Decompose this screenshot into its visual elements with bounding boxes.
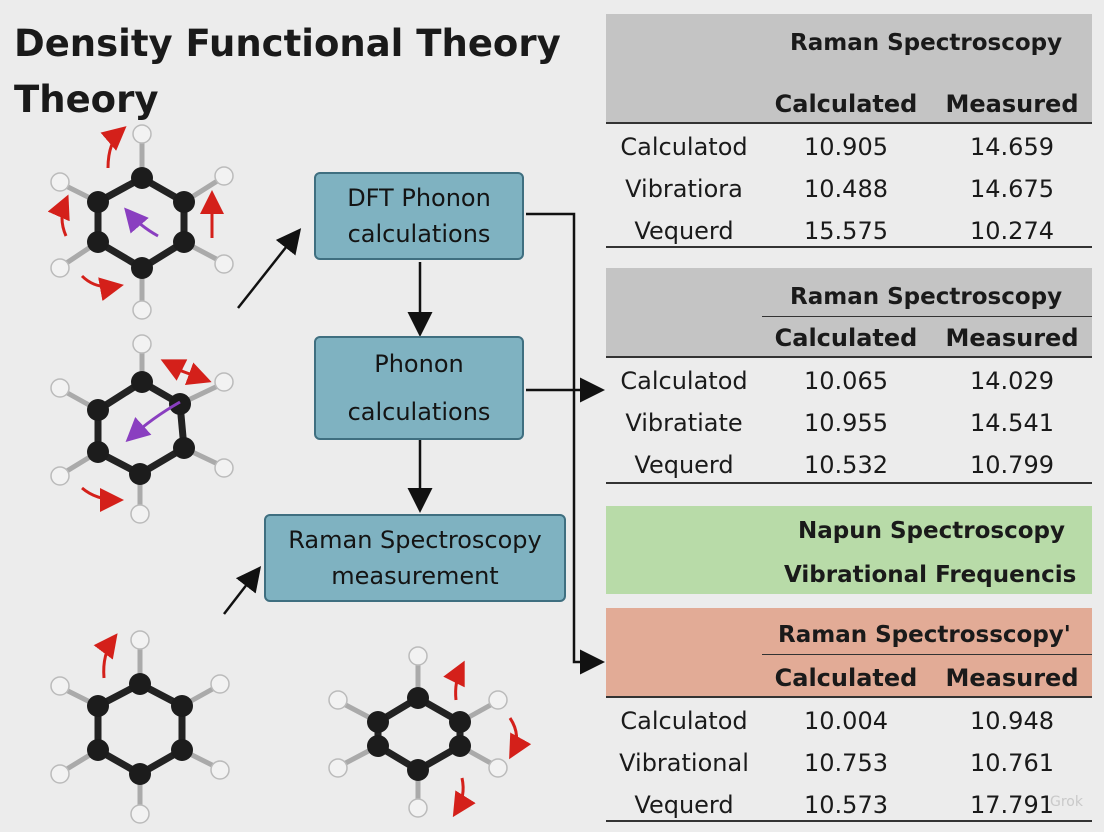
table-row: Vequerd 10.532 10.799 [606, 444, 1092, 486]
raman-measurement-line-2: measurement [331, 562, 499, 590]
measured-value: 10.799 [970, 451, 1054, 479]
table-3-header-rule [606, 696, 1092, 698]
measured-value: 10.274 [970, 217, 1054, 245]
table-1-header [606, 14, 1092, 124]
row-label: Calculatod [620, 133, 748, 161]
table-3-bottom-rule [606, 820, 1092, 822]
table-1-header-rule [606, 122, 1092, 124]
measured-value: 10.761 [970, 749, 1054, 777]
green-panel-line-2: Vibrational Frequencis [784, 562, 1077, 588]
benzene-molecule-2 [50, 334, 234, 524]
raman-measurement-box: Raman Spectroscopy measurement [264, 514, 566, 602]
raman-table-1: Raman Spectroscopy Calculated Measured C… [606, 14, 1092, 250]
calculated-value: 15.575 [804, 217, 888, 245]
raman-measurement-line-1: Raman Spectroscopy [288, 526, 542, 554]
dft-phonon-line-2: calculations [347, 220, 491, 248]
raman-table-2: Raman Spectroscopy Calculated Measured C… [606, 268, 1092, 486]
table-row: Calculatod 10.004 10.948 [606, 700, 1092, 742]
flow-connectors [223, 212, 605, 675]
table-2-header-rule [606, 356, 1092, 358]
table-3-col-calculated: Calculated [774, 664, 918, 692]
measured-value: 14.659 [970, 133, 1054, 161]
measured-value: 17.791 [970, 791, 1054, 819]
table-1-col-measured: Measured [945, 90, 1079, 118]
table-row: Calculatod 10.065 14.029 [606, 360, 1092, 402]
title-line-2: Theory [14, 78, 159, 121]
calculated-value: 10.905 [804, 133, 888, 161]
measured-value: 14.029 [970, 367, 1054, 395]
title-line-1: Density Functional Theory [14, 22, 561, 65]
table-row: Vequerd 15.575 10.274 [606, 210, 1092, 252]
table-row: Vibratiate 10.955 14.541 [606, 402, 1092, 444]
row-label: Vibratiate [625, 409, 743, 437]
dft-phonon-line-1: DFT Phonon [347, 184, 491, 212]
table-1-bottom-rule [606, 246, 1092, 248]
vibrational-frequencies-panel: Napun Spectroscopy Vibrational Frequenci… [606, 506, 1092, 594]
table-2-title: Raman Spectroscopy [790, 284, 1063, 310]
table-row: Vibratiora 10.488 14.675 [606, 168, 1092, 210]
calculated-value: 10.004 [804, 707, 888, 735]
table-3-header [606, 608, 1092, 696]
calculated-value: 10.065 [804, 367, 888, 395]
benzene-molecule-3 [50, 630, 230, 824]
phonon-line-1: Phonon [374, 350, 464, 378]
dft-phonon-box: DFT Phonon calculations [314, 172, 524, 260]
row-label: Vibratiora [625, 175, 743, 203]
watermark: Grok [1050, 794, 1083, 810]
table-row: Calculatod 10.905 14.659 [606, 126, 1092, 168]
phonon-calculations-box: Phonon calculations [314, 336, 524, 440]
calculated-value: 10.532 [804, 451, 888, 479]
row-label: Calculatod [620, 707, 748, 735]
table-2-bottom-rule [606, 482, 1092, 484]
row-label: Vequerd [634, 451, 734, 479]
table-3-title-rule [762, 654, 1092, 655]
table-2-title-rule [762, 316, 1092, 317]
calculated-value: 10.488 [804, 175, 888, 203]
raman-table-3: Raman Spectrosscopy' Calculated Measured… [606, 608, 1092, 822]
table-3-title: Raman Spectrosscopy' [778, 622, 1071, 648]
table-2-header [606, 268, 1092, 356]
table-row: Vibrational 10.753 10.761 [606, 742, 1092, 784]
table-3-col-measured: Measured [945, 664, 1079, 692]
calculated-value: 10.573 [804, 791, 888, 819]
row-label: Vibrational [619, 749, 749, 777]
benzene-molecule-1 [47, 124, 234, 320]
row-label: Vequerd [634, 791, 734, 819]
measured-value: 10.948 [970, 707, 1054, 735]
table-row: Vequerd 10.573 17.791 [606, 784, 1092, 826]
table-1-title: Raman Spectroscopy [790, 30, 1063, 56]
green-panel-line-1: Napun Spectroscopy [798, 518, 1065, 544]
phonon-line-2: calculations [347, 398, 491, 426]
table-1-col-calculated: Calculated [774, 90, 918, 118]
benzene-molecule-4 [328, 646, 532, 818]
row-label: Calculatod [620, 367, 748, 395]
table-2-col-calculated: Calculated [774, 324, 918, 352]
diagram-title: Density Functional Theory Theory [14, 16, 561, 128]
calculated-value: 10.753 [804, 749, 888, 777]
calculated-value: 10.955 [804, 409, 888, 437]
table-2-col-measured: Measured [945, 324, 1079, 352]
row-label: Vequerd [634, 217, 734, 245]
measured-value: 14.675 [970, 175, 1054, 203]
measured-value: 14.541 [970, 409, 1054, 437]
